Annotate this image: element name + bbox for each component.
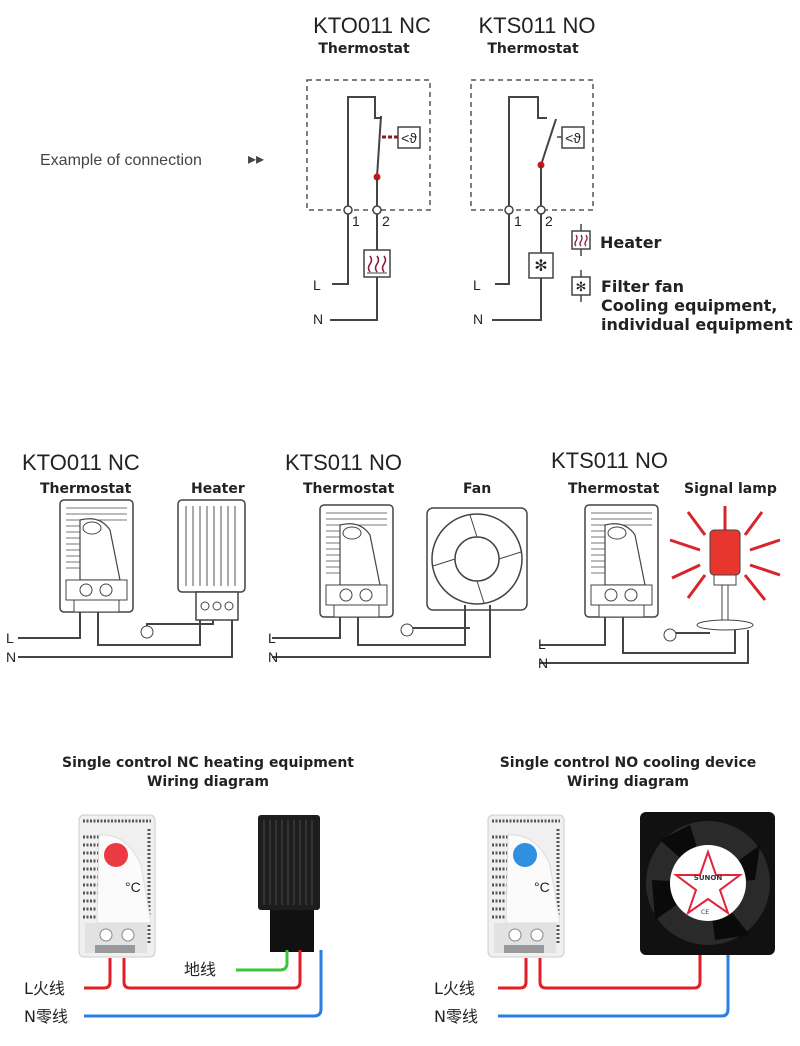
svg-text:CE: CE bbox=[701, 909, 709, 916]
svg-text:N: N bbox=[473, 311, 483, 327]
nc-schematic: KTO011 NC Thermostat <ϑ 1 2 L N bbox=[306, 13, 431, 327]
no-subtitle: Thermostat bbox=[487, 41, 579, 57]
svg-text:L: L bbox=[538, 636, 546, 652]
nc-sensor-icon bbox=[397, 126, 421, 149]
ground-symbol-icon bbox=[140, 625, 154, 639]
arrow-icon: ▸▸ bbox=[248, 151, 264, 168]
section-device-wiring: KTO011 NC Thermostat Heater L N KTS011 N… bbox=[6, 448, 781, 671]
no-cooling-wiring: Single control NO cooling device Wiring … bbox=[434, 755, 775, 1026]
svg-text:2: 2 bbox=[382, 213, 390, 229]
thermostat-drawing bbox=[319, 504, 394, 618]
ground-symbol-icon bbox=[400, 623, 414, 637]
fan-icon: ✻ bbox=[528, 252, 554, 279]
svg-text:°C: °C bbox=[125, 879, 141, 895]
svg-text:KTS011 NO: KTS011 NO bbox=[551, 448, 668, 473]
svg-text:Thermostat: Thermostat bbox=[568, 481, 660, 497]
svg-text:SUNON: SUNON bbox=[694, 874, 723, 882]
no-model-title: KTS011 NO bbox=[479, 13, 596, 38]
no-terminal-2 bbox=[536, 205, 546, 215]
svg-text:°C: °C bbox=[534, 879, 550, 895]
blue-knob bbox=[513, 843, 537, 867]
svg-text:✻: ✻ bbox=[534, 256, 547, 275]
svg-text:Cooling equipment,: Cooling equipment, bbox=[601, 296, 777, 315]
svg-text:Thermostat: Thermostat bbox=[40, 481, 132, 497]
thermostat-drawing bbox=[59, 499, 134, 613]
svg-text:Thermostat: Thermostat bbox=[303, 481, 395, 497]
signal-lamp-drawing bbox=[669, 506, 781, 631]
svg-text:N: N bbox=[538, 655, 548, 671]
section-schematic: Example of connection ▸▸ KTO011 NC Therm… bbox=[40, 13, 793, 334]
svg-text:L: L bbox=[268, 630, 276, 646]
thermostat-photo bbox=[77, 813, 157, 959]
no-cooling-title: Single control NO cooling device bbox=[500, 755, 757, 771]
svg-text:Wiring diagram: Wiring diagram bbox=[567, 774, 689, 790]
svg-text:Wiring diagram: Wiring diagram bbox=[147, 774, 269, 790]
nc-model-title: KTO011 NC bbox=[313, 13, 431, 38]
nc-terminal-2 bbox=[372, 205, 382, 215]
fan-photo: SUNON CE bbox=[640, 812, 775, 955]
nc-heating-wiring: Single control NC heating equipment Wiri… bbox=[24, 755, 354, 1026]
legend-heater-icon bbox=[571, 230, 591, 250]
svg-text:KTO011 NC: KTO011 NC bbox=[22, 450, 140, 475]
heater-icon bbox=[363, 249, 391, 278]
svg-text:<ϑ: <ϑ bbox=[401, 130, 417, 146]
lamp-wiring-group: KTS011 NO Thermostat Signal lamp L N bbox=[538, 448, 781, 671]
svg-text:L: L bbox=[6, 630, 14, 646]
neutral-wire-label: N零线 bbox=[434, 1007, 478, 1026]
heater-wiring-group: KTO011 NC Thermostat Heater L N bbox=[6, 450, 246, 665]
svg-text:Signal lamp: Signal lamp bbox=[684, 481, 777, 497]
no-terminal-1 bbox=[504, 205, 514, 215]
svg-text:Heater: Heater bbox=[191, 481, 245, 497]
svg-text:Fan: Fan bbox=[463, 481, 491, 497]
heater-photo bbox=[258, 815, 320, 952]
thermostat-photo bbox=[486, 813, 566, 959]
heater-drawing bbox=[177, 499, 246, 621]
svg-text:L: L bbox=[473, 277, 481, 293]
svg-text:<ϑ: <ϑ bbox=[565, 130, 581, 146]
svg-text:N: N bbox=[6, 649, 16, 665]
nc-terminal-1 bbox=[343, 205, 353, 215]
nc-housing-outline bbox=[306, 79, 431, 211]
neutral-wire-label: N零线 bbox=[24, 1007, 68, 1026]
nc-heating-title: Single control NC heating equipment bbox=[62, 755, 354, 771]
ground-wire-label: 地线 bbox=[184, 960, 216, 979]
legend-fan-icon: ✻ bbox=[571, 276, 591, 296]
svg-text:2: 2 bbox=[545, 213, 553, 229]
nc-subtitle: Thermostat bbox=[318, 41, 410, 57]
red-knob bbox=[104, 843, 128, 867]
svg-text:individual equipment: individual equipment bbox=[601, 315, 793, 334]
legend-heater-label: Heater bbox=[600, 233, 662, 252]
example-label: Example of connection bbox=[40, 152, 202, 169]
live-wire-label: L火线 bbox=[24, 979, 65, 998]
svg-text:N: N bbox=[268, 649, 278, 665]
svg-text:Filter fan: Filter fan bbox=[601, 277, 684, 296]
svg-text:L: L bbox=[313, 277, 321, 293]
fan-drawing bbox=[426, 507, 528, 611]
live-wire-label: L火线 bbox=[434, 979, 475, 998]
svg-text:N: N bbox=[313, 311, 323, 327]
legend: Heater ✻ Filter fan Cooling equipment, i… bbox=[571, 224, 793, 334]
section-photo-wiring: Single control NC heating equipment Wiri… bbox=[24, 755, 775, 1026]
fan-wiring-group: KTS011 NO Thermostat Fan L N bbox=[268, 450, 528, 665]
thermostat-drawing bbox=[584, 504, 659, 618]
no-schematic: KTS011 NO Thermostat <ϑ 1 2 ✻ L N bbox=[470, 13, 596, 327]
svg-text:1: 1 bbox=[352, 213, 360, 229]
svg-text:KTS011 NO: KTS011 NO bbox=[285, 450, 402, 475]
svg-text:✻: ✻ bbox=[576, 280, 587, 295]
svg-text:1: 1 bbox=[514, 213, 522, 229]
ground-symbol-icon bbox=[663, 628, 677, 642]
